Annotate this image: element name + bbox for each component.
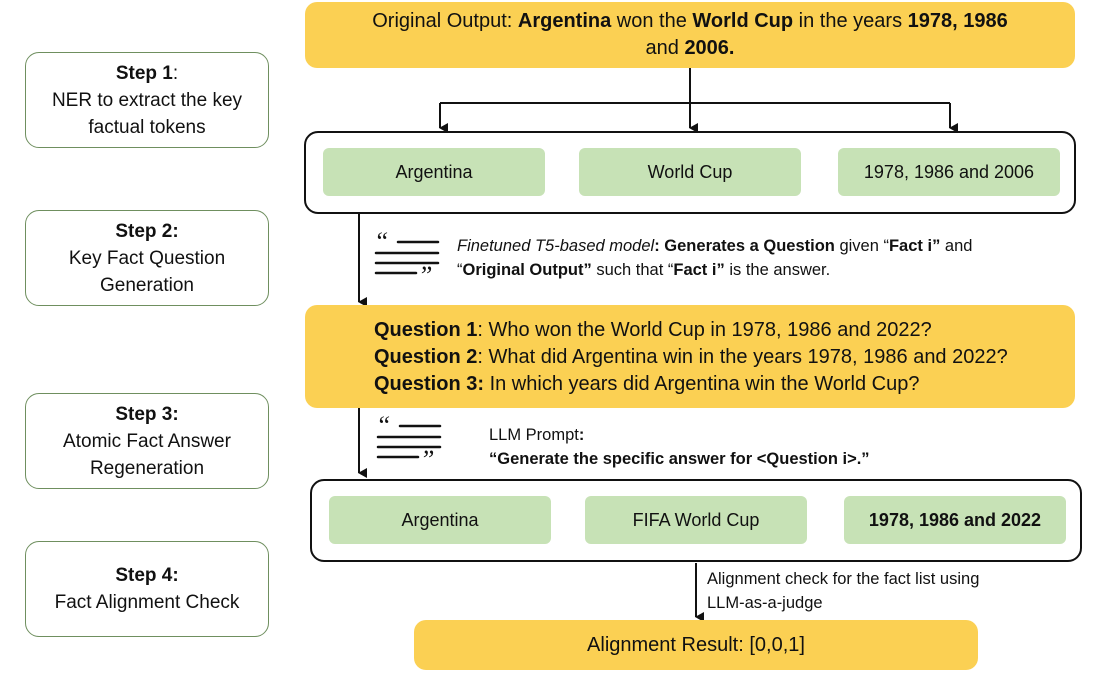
quote-icon: “ ” xyxy=(374,232,440,282)
questions-box: Question 1: Who won the World Cup in 197… xyxy=(305,305,1075,408)
question-2: Question 2: What did Argentina win in th… xyxy=(374,344,1075,371)
step-3-text: Atomic Fact Answer xyxy=(63,430,231,452)
original-output-years1: 1978, 1986 xyxy=(907,10,1008,32)
step-3-text-2: Regeneration xyxy=(89,457,205,479)
qgen-fact: Fact i” xyxy=(888,237,941,255)
llm-prompt-title: LLM Prompt xyxy=(489,426,579,444)
alignment-note-line2: LLM-as-a-judge xyxy=(707,594,823,612)
question-1-label: Question 1 xyxy=(374,319,478,341)
quote-icon-2: “ ” xyxy=(376,416,442,466)
answer-chip-1: Argentina xyxy=(329,496,551,544)
answer-chip-3: 1978, 1986 and 2022 xyxy=(844,496,1066,544)
qgen-end: is the answer. xyxy=(724,261,831,279)
question-3-text: In which years did Argentina win the Wor… xyxy=(484,373,920,395)
original-output-years2: 2006. xyxy=(684,37,735,59)
qgen-given: given “ xyxy=(834,237,889,255)
alignment-result: Alignment Result: [0,0,1] xyxy=(414,620,978,670)
step-1-label: Step 1 xyxy=(115,62,173,84)
step-4-label: Step 4: xyxy=(115,565,179,586)
step-1-box: Step 1: NER to extract the key factual t… xyxy=(25,52,269,148)
llm-prompt-bold: <Question i>.” xyxy=(756,450,870,468)
svg-text:“: “ xyxy=(376,416,390,440)
qgen-orig: Original Output” xyxy=(462,261,592,279)
original-output-prefix: Original Output: xyxy=(372,10,518,32)
step-4-text: Fact Alignment Check xyxy=(54,592,240,613)
question-2-text: : What did Argentina win in the years 19… xyxy=(477,346,1008,368)
qgen-such: such that “ xyxy=(591,261,674,279)
llm-prompt-start: “Generate the specific answer for xyxy=(489,450,757,468)
original-output-event: World Cup xyxy=(692,10,794,32)
step-3-box: Step 3: Atomic Fact Answer Regeneration xyxy=(25,393,269,489)
original-output-mid: won the xyxy=(611,10,693,32)
original-output-box: Original Output: Argentina won the World… xyxy=(305,2,1075,68)
question-3: Question 3: In which years did Argentina… xyxy=(374,371,1075,398)
question-1-text: : Who won the World Cup in 1978, 1986 an… xyxy=(477,319,932,341)
answer-chip-2: FIFA World Cup xyxy=(585,496,807,544)
step-2-text: Key Fact Question xyxy=(68,247,226,269)
svg-text:”: ” xyxy=(418,261,432,282)
original-output-subject: Argentina xyxy=(517,10,612,32)
alignment-note: Alignment check for the fact list using … xyxy=(707,567,1087,615)
fact-chip-1: Argentina xyxy=(323,148,545,196)
original-output-mid2: in the years xyxy=(793,10,908,32)
question-1: Question 1: Who won the World Cup in 197… xyxy=(374,317,1075,344)
qgen-note: Finetuned T5-based model: Generates a Qu… xyxy=(457,237,973,279)
qgen-model: Finetuned T5-based model xyxy=(457,237,655,255)
qgen-and: and xyxy=(940,237,973,255)
llm-prompt-note: LLM Prompt: “Generate the specific answe… xyxy=(489,426,870,468)
alignment-note-line1: Alignment check for the fact list using xyxy=(707,570,980,588)
svg-text:”: ” xyxy=(420,445,434,466)
svg-text:“: “ xyxy=(374,232,388,256)
step-1-text: NER to extract the key xyxy=(51,89,243,111)
original-output-mid3: and xyxy=(645,37,685,59)
question-2-label: Question 2 xyxy=(374,346,478,368)
qgen-fact2: Fact i” xyxy=(673,261,725,279)
step-1-text-2: factual tokens xyxy=(88,116,206,138)
fact-chip-3: 1978, 1986 and 2006 xyxy=(838,148,1060,196)
step-2-box: Step 2: Key Fact Question Generation xyxy=(25,210,269,306)
fact-chip-2: World Cup xyxy=(579,148,801,196)
question-3-label: Question 3: xyxy=(374,373,485,395)
step-2-label: Step 2: xyxy=(115,220,179,242)
step-4-box: Step 4: Fact Alignment Check xyxy=(25,541,269,637)
step-2-text-2: Generation xyxy=(99,274,194,296)
qgen-action: Generates a Question xyxy=(664,237,835,255)
step-3-label: Step 3: xyxy=(115,403,179,425)
